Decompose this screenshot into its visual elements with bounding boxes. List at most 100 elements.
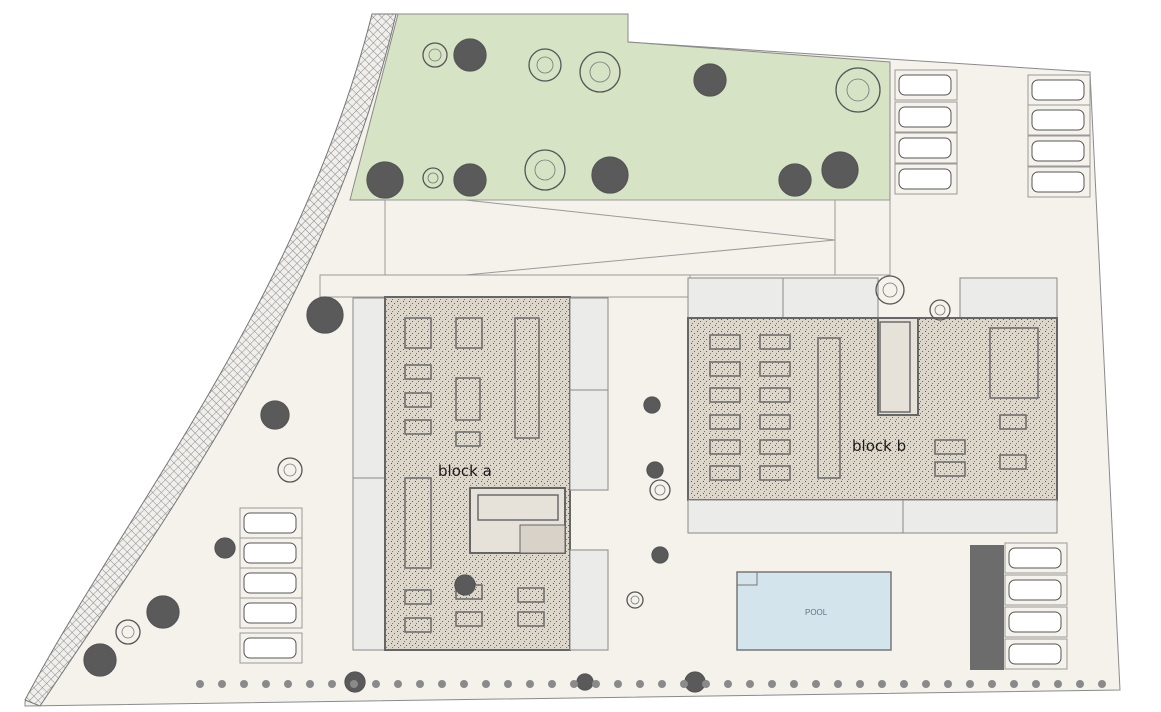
- tree-icon: [929, 299, 951, 321]
- shrub-icon: [878, 680, 886, 688]
- roof-unit: [404, 589, 432, 605]
- roof-unit: [514, 317, 540, 439]
- roof-unit: [455, 431, 481, 447]
- roof-unit: [989, 327, 1039, 399]
- shrub-icon: [944, 680, 952, 688]
- car-icon: [1031, 140, 1085, 162]
- tree-icon: [453, 163, 487, 197]
- tree-icon: [835, 67, 881, 113]
- shrub-icon: [768, 680, 776, 688]
- shrub-icon: [438, 680, 446, 688]
- block-a-label: block a: [438, 462, 492, 480]
- shrub-icon: [614, 680, 622, 688]
- shrub-icon: [1054, 680, 1062, 688]
- parking-space: [239, 632, 303, 664]
- boundary-wall: [24, 13, 397, 707]
- roof-unit: [404, 392, 432, 408]
- tree-icon: [454, 574, 476, 596]
- shrub-icon: [394, 680, 402, 688]
- roof-unit: [709, 387, 741, 403]
- roof-unit: [879, 321, 911, 413]
- roof-unit: [455, 317, 483, 349]
- shrub-icon: [900, 680, 908, 688]
- roof-unit: [517, 611, 545, 627]
- shrub-icon: [592, 680, 600, 688]
- parking-spaces: [239, 69, 1091, 670]
- car-icon: [1031, 79, 1085, 101]
- shrub-icon: [328, 680, 336, 688]
- tree-icon: [693, 63, 727, 97]
- shrub-icon: [196, 680, 204, 688]
- parking-space: [239, 597, 303, 629]
- tree-icon: [649, 479, 671, 501]
- parking-space: [1004, 606, 1068, 638]
- tree-icon: [422, 42, 448, 68]
- trees: [83, 38, 1106, 693]
- parking-space: [1004, 542, 1068, 574]
- shrub-icon: [834, 680, 842, 688]
- tree-icon: [579, 51, 621, 93]
- shrub-icon: [416, 680, 424, 688]
- shrub-icon: [284, 680, 292, 688]
- parking-space: [894, 101, 958, 133]
- tree-icon: [366, 161, 404, 199]
- parking-space: [1027, 74, 1091, 106]
- shrub-icon: [1098, 680, 1106, 688]
- shrub-icon: [570, 680, 578, 688]
- parking-space: [1027, 166, 1091, 198]
- shrub-icon: [262, 680, 270, 688]
- parking-canopy: [970, 545, 1004, 670]
- tree-icon: [646, 461, 664, 479]
- tree-icon: [875, 275, 905, 305]
- car-icon: [1031, 171, 1085, 193]
- shrub-icon: [636, 680, 644, 688]
- tree-icon: [214, 537, 236, 559]
- shrub-icon: [856, 680, 864, 688]
- shrub-icon: [746, 680, 754, 688]
- car-icon: [243, 512, 297, 534]
- car-icon: [243, 542, 297, 564]
- tree-icon: [591, 156, 629, 194]
- block-b: [687, 277, 1058, 534]
- car-icon: [1008, 579, 1062, 601]
- pool: [736, 571, 892, 651]
- shrub-icon: [922, 680, 930, 688]
- shrub-icon: [306, 680, 314, 688]
- tree-icon: [146, 595, 180, 629]
- car-icon: [898, 106, 952, 128]
- tree-icon: [778, 163, 812, 197]
- shrub-icon: [658, 680, 666, 688]
- roof-unit: [709, 439, 741, 455]
- shrub-icon: [966, 680, 974, 688]
- car-icon: [1031, 109, 1085, 131]
- pool-label: POOL: [805, 608, 828, 617]
- tree-icon: [115, 619, 141, 645]
- tree-icon: [83, 643, 117, 677]
- tree-icon: [626, 591, 644, 609]
- roof-unit: [934, 439, 966, 455]
- block-b-label: block b: [852, 437, 906, 455]
- car-icon: [1008, 611, 1062, 633]
- shrub-icon: [702, 680, 710, 688]
- parking-space: [894, 132, 958, 164]
- car-icon: [1008, 547, 1062, 569]
- roof-unit: [709, 414, 741, 430]
- roof-unit: [759, 334, 791, 350]
- roof-unit: [455, 377, 481, 421]
- shrub-icon: [1010, 680, 1018, 688]
- roof-unit: [999, 454, 1027, 470]
- roof-unit: [455, 611, 483, 627]
- shrub-icon: [372, 680, 380, 688]
- shrub-icon: [548, 680, 556, 688]
- shrub-icon: [460, 680, 468, 688]
- tree-icon: [277, 457, 303, 483]
- parking-space: [1004, 638, 1068, 670]
- roof-unit: [759, 414, 791, 430]
- roof-unit: [404, 617, 432, 633]
- tree-icon: [651, 546, 669, 564]
- roof-unit: [759, 361, 791, 377]
- car-icon: [898, 74, 952, 96]
- parking-space: [1027, 135, 1091, 167]
- roof-unit: [709, 361, 741, 377]
